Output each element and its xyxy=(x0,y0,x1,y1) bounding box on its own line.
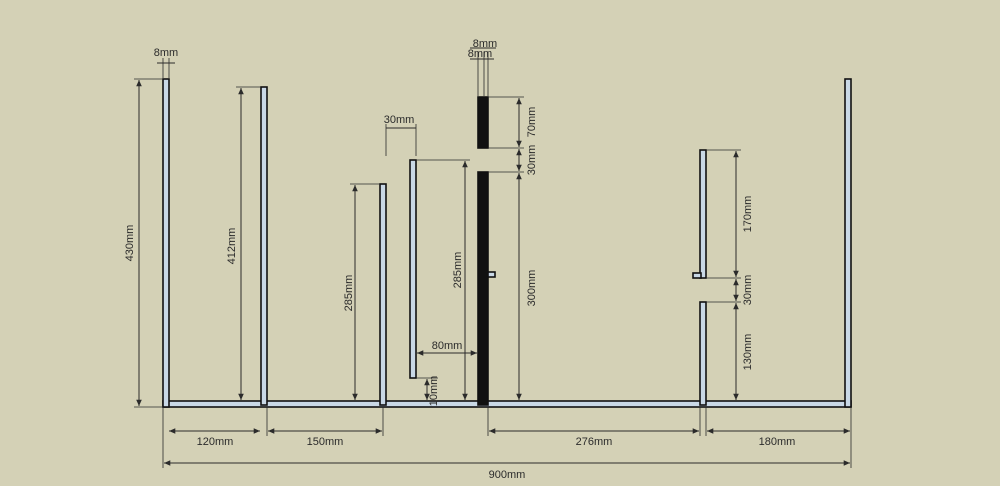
extension-lines xyxy=(134,52,852,468)
panels xyxy=(162,78,852,408)
upper-panel-170 xyxy=(699,149,707,279)
label-900mm: 900mm xyxy=(489,469,526,481)
label-412mm: 412mm xyxy=(226,228,238,265)
label-30mm-right: 30mm xyxy=(742,275,754,306)
label-8mm-top-b: 8mm xyxy=(468,48,492,60)
label-8mm-left: 8mm xyxy=(154,47,178,59)
label-285mm-b: 285mm xyxy=(452,252,464,289)
label-30mm-mid: 30mm xyxy=(526,145,538,176)
divider-412 xyxy=(260,86,268,406)
label-80mm: 80mm xyxy=(432,340,463,352)
label-300mm: 300mm xyxy=(526,270,538,307)
label-30mm-top: 30mm xyxy=(384,114,415,126)
label-8mm-top-a: 8mm xyxy=(473,38,497,50)
dimension-labels: 8mm 8mm 8mm 30mm 430mm 412mm 285mm 285mm… xyxy=(124,38,795,481)
label-276mm: 276mm xyxy=(576,436,613,448)
label-170mm: 170mm xyxy=(742,196,754,233)
left-side-panel xyxy=(162,78,170,408)
right-side-panel xyxy=(844,78,852,408)
dimension-lines xyxy=(136,47,850,466)
upper-divider-70 xyxy=(477,96,489,149)
label-130mm: 130mm xyxy=(742,334,754,371)
label-180mm: 180mm xyxy=(759,436,796,448)
peg-stub xyxy=(487,271,496,278)
upper-panel-hook xyxy=(692,272,702,279)
label-285mm-a: 285mm xyxy=(343,275,355,312)
label-70mm: 70mm xyxy=(526,107,538,138)
label-430mm: 430mm xyxy=(124,225,136,262)
label-150mm: 150mm xyxy=(307,436,344,448)
lower-panel-130 xyxy=(699,301,707,406)
label-120mm: 120mm xyxy=(197,436,234,448)
divider-285-a xyxy=(379,183,387,406)
label-10mm: 10mm xyxy=(428,376,440,407)
lower-divider-300 xyxy=(477,171,489,406)
hanging-panel-285 xyxy=(409,159,417,379)
